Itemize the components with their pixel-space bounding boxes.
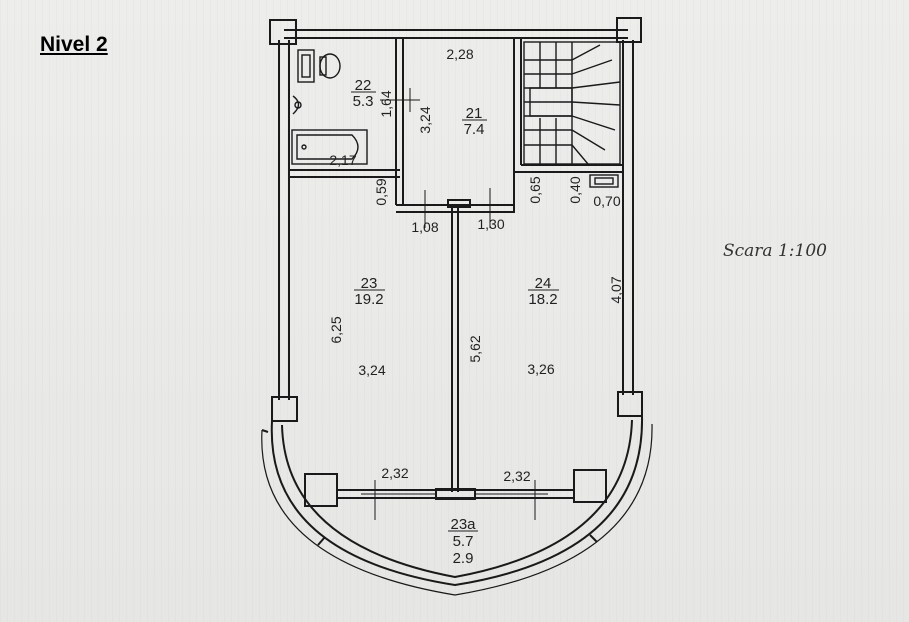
dim-0-40: 0,40: [567, 176, 583, 203]
dim-3-24: 3,24: [358, 362, 385, 378]
page-title: Nivel 2: [40, 33, 108, 56]
dim-4-07: 4,07: [608, 276, 624, 303]
dim-2-32-left: 2,32: [381, 465, 408, 481]
staircase: [523, 41, 621, 165]
bay-window: [261, 415, 653, 596]
room-23a-label: 23a 5.7 2.9: [448, 516, 478, 567]
svg-text:5.3: 5.3: [353, 93, 374, 110]
dim-1-64: 1,64: [378, 90, 394, 117]
column-top-right: [616, 17, 642, 43]
column-top-left: [269, 19, 297, 45]
outer-wall-left: [278, 40, 290, 400]
column-mid-left: [271, 396, 298, 422]
dim-6-25: 6,25: [328, 316, 344, 343]
column-mid-right: [617, 391, 643, 417]
bathroom-walls: [289, 38, 404, 205]
dim-2-28: 2,28: [446, 46, 473, 62]
dim-1-30: 1,30: [477, 216, 504, 232]
svg-text:23a: 23a: [450, 516, 476, 533]
dim-0-59: 0,59: [373, 178, 389, 205]
dim-2-17: 2,17: [329, 152, 356, 168]
dim-2-32-right: 2,32: [503, 468, 530, 484]
column-bottom-right: [573, 469, 607, 503]
dim-5-62: 5,62: [467, 335, 483, 362]
room-24-label: 24 18.2: [528, 275, 559, 308]
dim-3-24-vertical: 3,24: [417, 106, 433, 133]
svg-text:2.9: 2.9: [453, 550, 474, 567]
svg-text:21: 21: [466, 105, 483, 122]
room-23-label: 23 19.2: [354, 275, 385, 308]
dim-0-65: 0,65: [527, 176, 543, 203]
svg-text:5.7: 5.7: [453, 533, 474, 550]
svg-text:19.2: 19.2: [354, 291, 383, 308]
column-bottom-left: [304, 473, 338, 507]
svg-text:7.4: 7.4: [464, 121, 485, 138]
outer-wall-right: [622, 40, 634, 395]
svg-text:18.2: 18.2: [528, 291, 557, 308]
scale-label: Scara 1:100: [723, 241, 827, 261]
dimension-ticks: [361, 88, 548, 520]
central-wall: [447, 199, 471, 492]
svg-text:23: 23: [361, 275, 378, 292]
room-21-label: 21 7.4: [462, 105, 487, 138]
svg-text:22: 22: [355, 77, 372, 94]
outer-wall-top: [284, 29, 628, 39]
bathroom-fixtures: [291, 49, 619, 188]
dim-1-08: 1,08: [411, 219, 438, 235]
room-22-label: 22 5.3: [351, 77, 376, 110]
dim-0-70: 0,70: [593, 193, 620, 209]
svg-text:24: 24: [535, 275, 552, 292]
dim-3-26: 3,26: [527, 361, 554, 377]
hall-walls: [396, 38, 623, 213]
